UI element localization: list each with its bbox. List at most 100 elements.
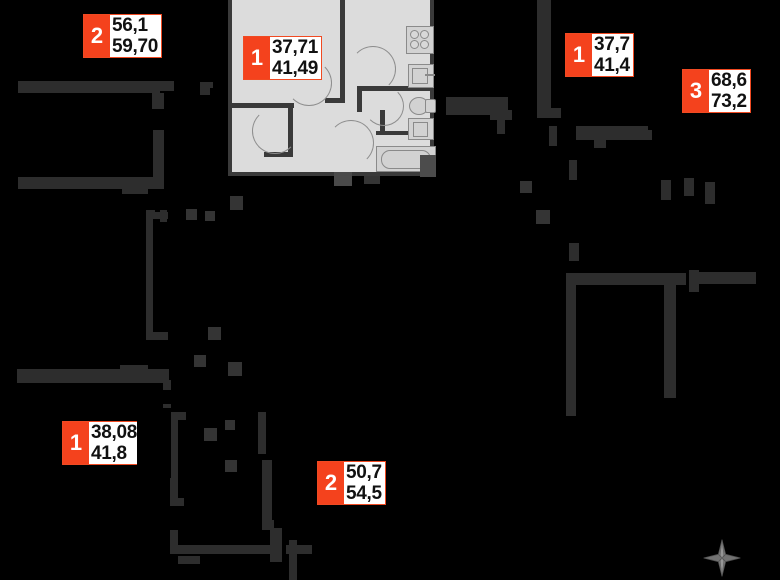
highlighted-apartment[interactable] xyxy=(228,0,436,176)
dim-wall xyxy=(536,210,550,224)
dim-wall xyxy=(594,140,606,148)
badge-room-count: 3 xyxy=(683,70,709,112)
compass-rose-icon xyxy=(703,539,741,577)
apartment-badge[interactable]: 1 37,71 41,49 xyxy=(243,36,323,80)
badge-area-total: 37,7 xyxy=(594,34,630,55)
entry-marker xyxy=(334,172,352,186)
dim-wall xyxy=(160,210,167,222)
interior-wall xyxy=(376,131,434,135)
occluder xyxy=(637,0,677,82)
dim-wall xyxy=(566,276,576,416)
badge-room-count: 1 xyxy=(244,37,270,79)
occluder xyxy=(165,0,225,72)
dim-wall xyxy=(549,126,557,146)
interior-wall xyxy=(376,86,434,91)
dim-wall xyxy=(537,108,561,118)
door-swing-arc xyxy=(252,108,298,154)
dim-wall xyxy=(17,369,169,383)
door-swing-arc xyxy=(350,46,396,92)
dim-wall xyxy=(262,520,274,530)
interior-wall xyxy=(325,98,345,103)
apartment-badge[interactable]: 2 50,7 54,5 xyxy=(317,461,386,505)
dim-wall xyxy=(569,243,579,261)
bathroom-sink-icon xyxy=(408,118,434,140)
badge-area-total: 50,7 xyxy=(346,462,382,483)
dim-wall xyxy=(689,270,699,292)
dim-wall xyxy=(153,130,164,182)
dim-wall xyxy=(204,428,217,441)
interior-wall xyxy=(264,152,293,157)
badge-area-with-balcony: 59,70 xyxy=(112,36,159,57)
badge-areas: 38,08 41,8 xyxy=(89,422,141,464)
badge-area-with-balcony: 41,8 xyxy=(91,443,127,464)
apartment-badge[interactable]: 3 68,6 73,2 xyxy=(682,69,751,113)
dim-wall xyxy=(163,380,171,390)
dim-wall xyxy=(200,82,210,95)
dim-wall xyxy=(178,556,200,564)
dim-wall xyxy=(590,130,652,140)
dim-wall xyxy=(186,209,197,220)
badge-area-with-balcony: 41,4 xyxy=(594,55,630,76)
apartment-badge[interactable]: 1 37,7 41,4 xyxy=(565,33,634,77)
dim-wall xyxy=(661,180,671,200)
dim-wall xyxy=(566,273,686,285)
dim-wall xyxy=(225,460,237,472)
dim-wall xyxy=(696,272,756,284)
dim-wall xyxy=(270,528,282,562)
entry-marker xyxy=(364,176,380,184)
badge-room-count: 2 xyxy=(318,462,344,504)
dim-wall xyxy=(520,181,532,193)
door-swing-arc xyxy=(328,120,374,166)
dim-wall xyxy=(286,545,312,554)
badge-area-with-balcony: 73,2 xyxy=(711,91,747,112)
dim-wall xyxy=(205,211,215,221)
dim-wall xyxy=(705,182,715,204)
apartment-badge[interactable]: 1 38,08 41,8 xyxy=(62,421,142,465)
dim-wall xyxy=(146,212,168,219)
occluder xyxy=(137,408,171,478)
dim-wall xyxy=(258,412,266,454)
dim-wall xyxy=(122,186,148,194)
badge-areas: 56,1 59,70 xyxy=(110,15,162,57)
badge-areas: 50,7 54,5 xyxy=(344,462,385,504)
kitchen-sink-icon xyxy=(408,64,435,88)
door-swing-arc xyxy=(286,60,332,106)
dim-wall xyxy=(262,460,272,520)
badge-area-total: 37,71 xyxy=(272,37,319,58)
exterior-wall xyxy=(228,0,232,176)
badge-area-total: 68,6 xyxy=(711,70,747,91)
door-swing-arc xyxy=(364,86,404,126)
badge-area-with-balcony: 54,5 xyxy=(346,483,382,504)
badge-areas: 68,6 73,2 xyxy=(709,70,750,112)
dim-wall xyxy=(230,196,243,210)
badge-area-with-balcony: 41,49 xyxy=(272,58,319,79)
dim-wall xyxy=(152,93,164,109)
badge-room-count: 1 xyxy=(566,34,592,76)
apartment-badge[interactable]: 2 56,1 59,70 xyxy=(83,14,163,58)
dim-wall xyxy=(569,160,577,180)
dim-wall xyxy=(664,274,676,398)
badge-area-total: 56,1 xyxy=(112,15,148,36)
dim-wall xyxy=(178,545,270,554)
toilet-icon xyxy=(409,96,436,115)
dim-wall xyxy=(146,216,153,340)
entry-marker xyxy=(420,155,436,177)
dim-wall xyxy=(497,120,505,134)
dim-wall xyxy=(228,362,242,376)
dim-wall xyxy=(120,365,148,370)
dim-wall xyxy=(18,81,160,93)
dim-wall xyxy=(170,530,178,554)
dim-wall xyxy=(225,420,235,430)
occluder xyxy=(386,450,420,514)
badge-room-count: 1 xyxy=(63,422,89,464)
exterior-wall xyxy=(228,172,434,176)
interior-wall xyxy=(340,0,345,103)
dim-wall xyxy=(446,100,492,110)
dim-wall xyxy=(208,327,221,340)
badge-area-total: 38,08 xyxy=(91,422,138,443)
dim-wall xyxy=(170,415,178,503)
dim-wall xyxy=(170,412,186,420)
stove-icon xyxy=(406,26,434,54)
interior-wall xyxy=(228,103,294,108)
